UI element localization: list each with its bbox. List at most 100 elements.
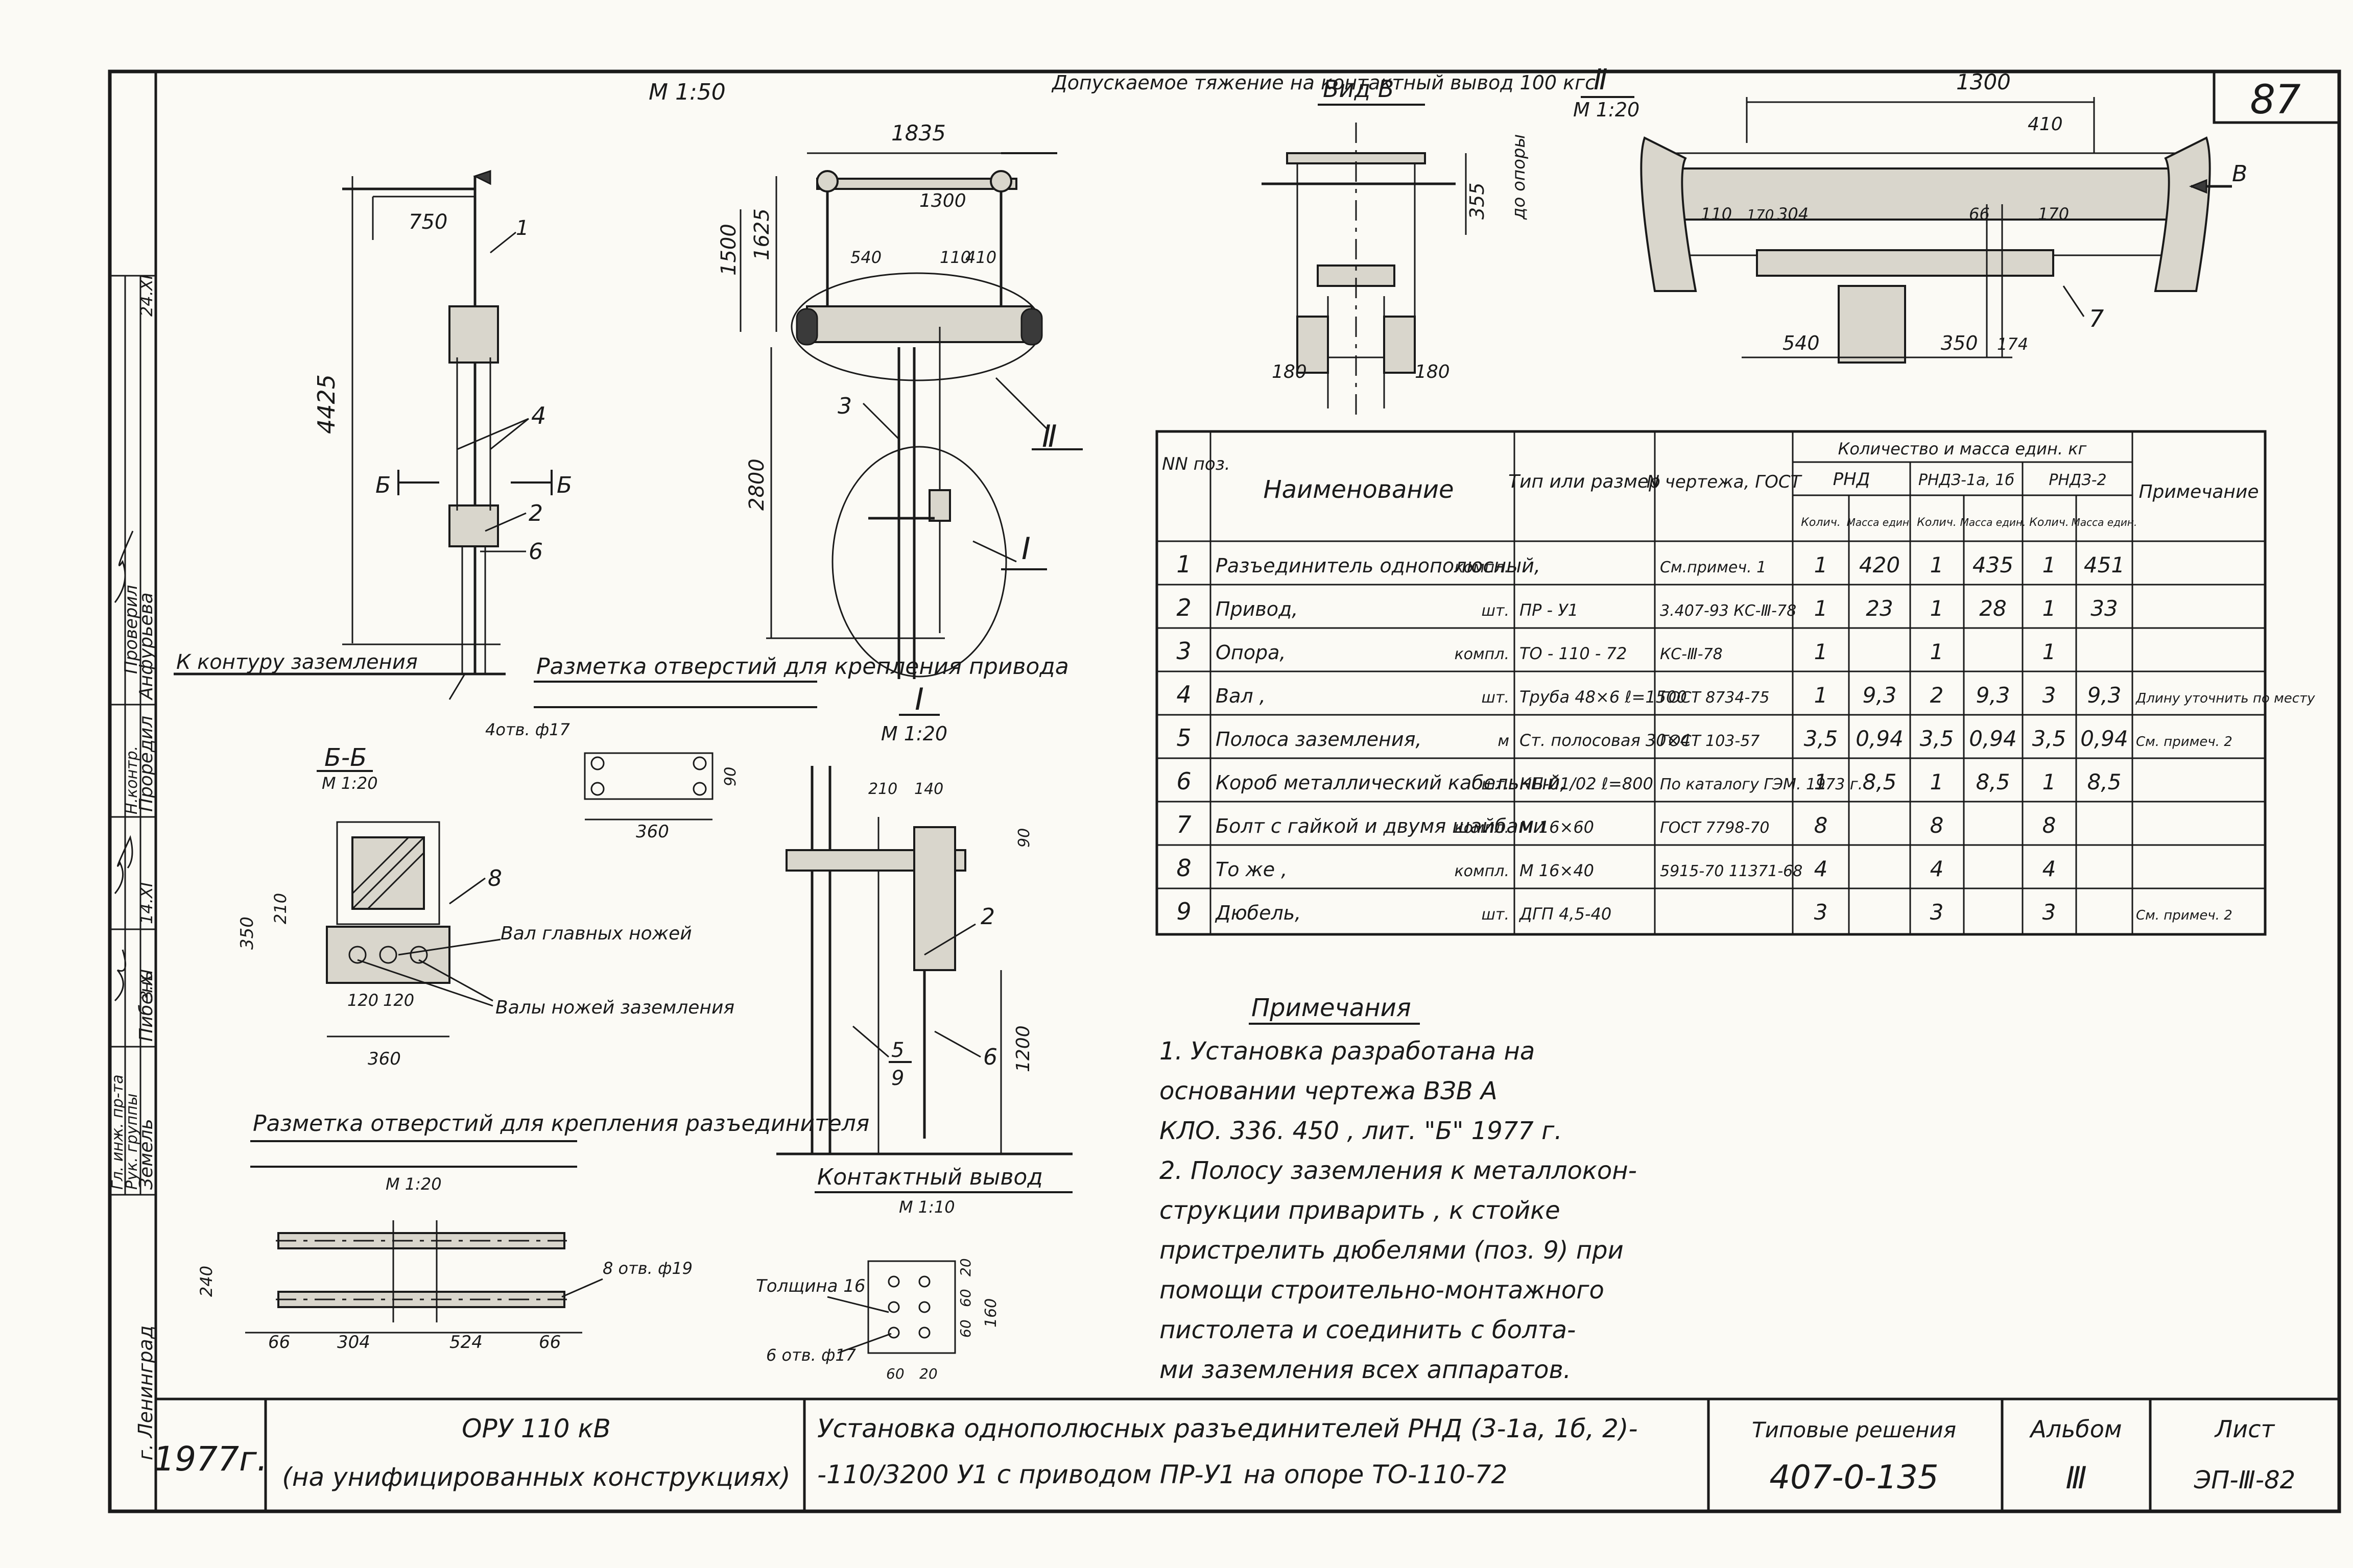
dim-540b: 540 <box>1782 332 1820 354</box>
table-cell-n: 1 <box>1176 550 1191 578</box>
section-mark-b-left: Б <box>375 472 391 498</box>
dim-355: 355 <box>1466 182 1488 220</box>
stamp-role-2: Проверил <box>121 585 141 674</box>
arrow-b-label: В <box>2232 161 2247 187</box>
table-cell-n: 8 <box>1176 854 1191 882</box>
table-cell-q3: 1 <box>2042 639 2056 664</box>
dim-120a: 120 <box>347 991 378 1010</box>
table-cell-type: Ст. полосовая 30×4 <box>1519 731 1691 750</box>
pos-8-marker: 8 <box>488 865 502 891</box>
table-cell-n: 6 <box>1176 767 1191 795</box>
pos-2-marker: 2 <box>529 500 543 526</box>
table-cell-n: 9 <box>1176 898 1191 925</box>
dim-540: 540 <box>850 248 882 267</box>
detail-ii-title: Ⅱ <box>1594 63 1608 97</box>
table-cell-unit: компл. <box>1455 645 1509 663</box>
pole-clamp <box>448 504 499 547</box>
th-name: Наименование <box>1263 475 1454 504</box>
thickness-label: Толщина 16 <box>756 1276 866 1296</box>
th-rndz1: РНДЗ-1а, 1б <box>1918 471 2014 489</box>
table-cell-m3: 0,94 <box>2080 726 2128 751</box>
dim-1500: 1500 <box>717 224 741 276</box>
signature-2 <box>114 835 133 894</box>
section-bb-title: Б-Б <box>324 743 367 772</box>
table-cell-m1: 23 <box>1866 596 1893 621</box>
note-line: основании чертежа ВЗВ А <box>1159 1077 1498 1105</box>
title-main-1: Установка однополюсных разъединителей РН… <box>817 1414 1638 1443</box>
table-cell-m1: 8,5 <box>1863 769 1897 794</box>
table-cell-type: КП-01/02 ℓ=800 <box>1519 774 1653 793</box>
table-cell-m1: 0,94 <box>1856 726 1904 751</box>
shaft-main-label: Вал главных ножей <box>501 923 692 944</box>
stamp-role-4: Рук. группы <box>123 1093 141 1190</box>
table-cell-q1: 3 <box>1814 900 1828 925</box>
stamp-name-1: Анфурьева <box>136 592 157 701</box>
drive-holes-view: Разметка отверстий для крепления привода… <box>485 654 1069 842</box>
main-scale-label: М 1:50 <box>649 79 726 105</box>
dim-140: 140 <box>914 780 943 798</box>
table-cell-q2: 4 <box>1930 856 1944 881</box>
pos-6-marker: 6 <box>529 539 543 565</box>
note-line: пистолета и соединить с болта- <box>1159 1316 1576 1344</box>
dim-240: 240 <box>197 1266 216 1297</box>
dim-350b: 350 <box>237 916 257 950</box>
table-cell-unit: шт. <box>1482 776 1509 793</box>
dim-524: 524 <box>449 1332 483 1353</box>
stamp-role-1: Гл. инж. пр-та <box>109 1074 127 1190</box>
view-b-title: Вид В <box>1323 75 1394 103</box>
table-cell-q2: 1 <box>1930 769 1944 794</box>
table-cell-unit: компл. <box>1455 862 1509 880</box>
th-qty: Количество и масса един. кг <box>1838 439 2087 459</box>
dim-4425: 4425 <box>313 374 340 434</box>
th-mass-3: Масса един. <box>2072 516 2137 528</box>
dim-180-right: 180 <box>1415 361 1450 382</box>
sheet-label: Лист <box>2214 1415 2275 1443</box>
note-line: ми заземления всех аппаратов. <box>1159 1356 1571 1384</box>
table-cell-q2: 3 <box>1930 900 1944 925</box>
pos-9-marker: 9 <box>891 1067 904 1090</box>
table-cell-q1: 4 <box>1814 856 1828 881</box>
signature-3 <box>114 949 127 1002</box>
table-cell-type: ДГП 4,5-40 <box>1518 904 1611 924</box>
table-cell-note: См. примеч. 2 <box>2136 734 2232 750</box>
dim-180-left: 180 <box>1272 361 1307 382</box>
table-cell-m2: 8,5 <box>1976 769 2010 794</box>
to-support-label: до опоры <box>1509 134 1529 220</box>
dim-210c: 210 <box>868 780 897 798</box>
dim-1300b: 1300 <box>1956 69 2011 94</box>
dim-20b: 20 <box>919 1365 938 1382</box>
th-nn: NN поз. <box>1162 454 1230 474</box>
contact-output-scale: М 1:10 <box>899 1197 955 1217</box>
table-cell-type: М 16×40 <box>1519 861 1594 880</box>
note-line: 2. Полосу заземления к металлокон- <box>1159 1156 1637 1185</box>
stamp-role-3: Н.контр. <box>123 746 141 814</box>
view-b: Вид В 355 до опоры 180 180 <box>1262 75 1529 419</box>
th-rndz2: РНДЗ-2 <box>2049 471 2106 489</box>
table-cell-unit: шт. <box>1482 602 1509 620</box>
table-cell-drawing: ГОСТ 103-57 <box>1660 732 1760 750</box>
dim-1300: 1300 <box>919 190 966 211</box>
plate-detail-view: Толщина 16 6 отв. ф17 20 60 60 160 60 20 <box>756 1258 1000 1382</box>
table-cell-unit: шт. <box>1482 689 1509 707</box>
note-line: КЛО. 336. 450 , лит. "Б" 1977 г. <box>1159 1117 1562 1145</box>
typical-label: Типовые решения <box>1752 1417 1956 1442</box>
table-cell-m2: 28 <box>1979 596 2006 621</box>
table-cell-q2: 1 <box>1930 552 1944 577</box>
table-cell-q3: 8 <box>2042 813 2056 838</box>
dim-210: 210 <box>271 893 290 924</box>
detail-i-scale: М 1:20 <box>881 722 947 745</box>
album-label: Альбом <box>2029 1415 2122 1443</box>
table-cell-name: Полоса заземления, <box>1216 728 1422 751</box>
table-cell-q1: 1 <box>1814 596 1828 621</box>
dim-350: 350 <box>1941 332 1978 354</box>
dim-2800: 2800 <box>745 459 769 511</box>
table-cell-q2: 2 <box>1930 683 1944 708</box>
dim-360: 360 <box>636 822 669 842</box>
holes-8-label: 8 отв. ф19 <box>603 1259 693 1278</box>
disconnector-holes-view: Разметка отверстий для крепления разъеди… <box>197 1111 869 1353</box>
dim-66a: 66 <box>268 1332 290 1353</box>
table-cell-m2: 435 <box>1972 552 2013 577</box>
th-kol-3: Колич. <box>2029 516 2069 529</box>
stamp-name-2: Проредил <box>136 716 157 812</box>
pos-5-marker: 5 <box>891 1039 904 1062</box>
